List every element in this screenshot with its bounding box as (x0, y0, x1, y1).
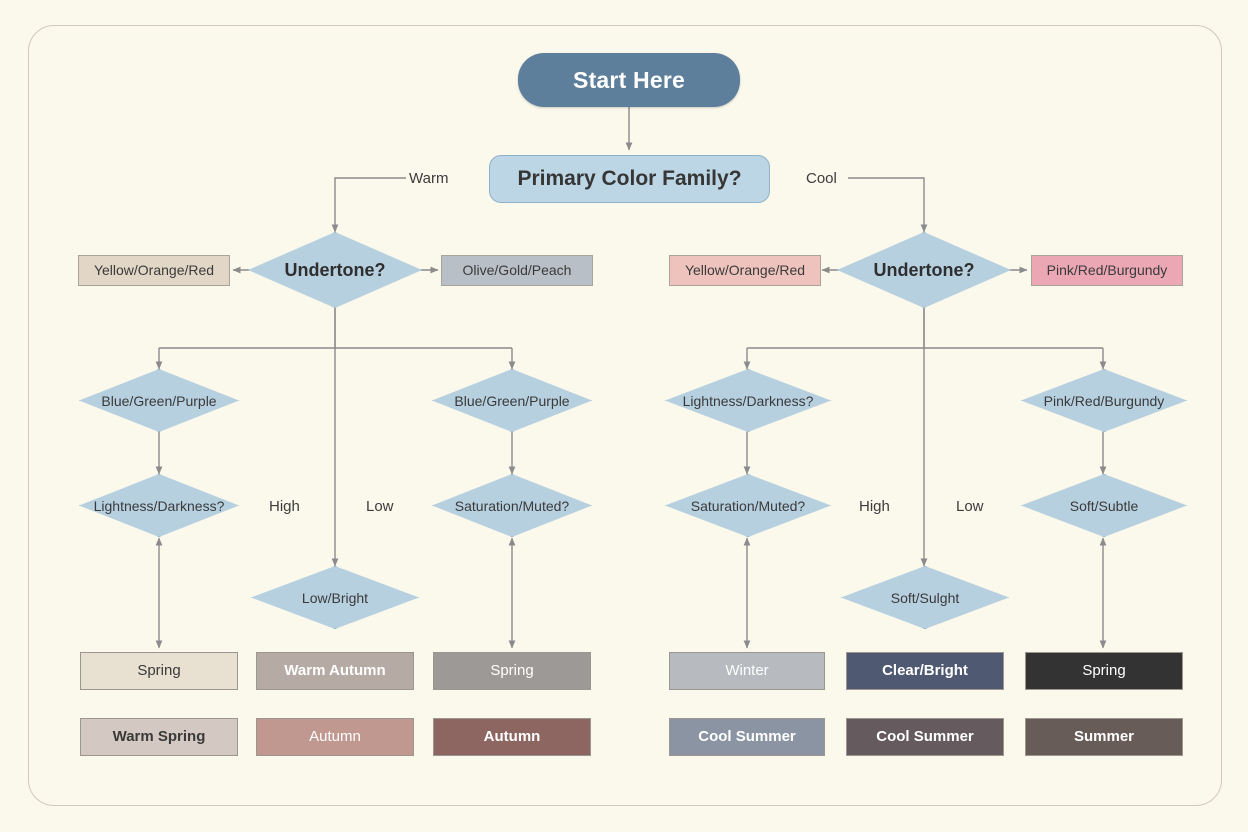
left-edge-label-high: High (269, 498, 300, 515)
left-low-bright-shape (251, 566, 419, 629)
right-result-1-2[interactable]: Clear/Bright (846, 652, 1004, 690)
right-soft-subtle-shape (1021, 474, 1187, 537)
right-lightness-shape (665, 369, 831, 432)
right-soft-sulght-shape (841, 566, 1009, 629)
right-saturation-muted-node[interactable]: Saturation/Muted? (665, 474, 831, 537)
left-bgp2-shape (432, 369, 592, 432)
left-low-bright-node[interactable]: Low/Bright (251, 566, 419, 629)
right-answer-yellow-chip[interactable]: Yellow/Orange/Red (669, 255, 821, 286)
right-saturation-shape (665, 474, 831, 537)
right-prb-shape (1021, 369, 1187, 432)
left-result-1-2[interactable]: Warm Autumn (256, 652, 414, 690)
left-result-2-3[interactable]: Autumn (433, 718, 591, 756)
left-result-2-2[interactable]: Autumn (256, 718, 414, 756)
left-answer-olive-chip[interactable]: Olive/Gold/Peach (441, 255, 593, 286)
edge-label-warm: Warm (409, 170, 449, 187)
edge-label-cool: Cool (806, 170, 837, 187)
left-saturation-muted-node[interactable]: Saturation/Muted? (432, 474, 592, 537)
left-bgp-shape (79, 369, 239, 432)
right-soft-sulght-node[interactable]: Soft/Sulght (841, 566, 1009, 629)
right-result-2-3[interactable]: Summer (1025, 718, 1183, 756)
right-undertone-shape (837, 232, 1011, 308)
left-lightness-shape (79, 474, 239, 537)
right-result-2-2[interactable]: Cool Summer (846, 718, 1004, 756)
left-answer-warm-chip[interactable]: Yellow/Orange/Red (78, 255, 230, 286)
right-edge-label-low: Low (956, 498, 984, 515)
right-answer-pink-chip[interactable]: Pink/Red/Burgundy (1031, 255, 1183, 286)
left-saturation-shape (432, 474, 592, 537)
right-pink-red-burgundy-node[interactable]: Pink/Red/Burgundy (1021, 369, 1187, 432)
right-result-1-3[interactable]: Spring (1025, 652, 1183, 690)
left-undertone-node[interactable]: Undertone? (248, 232, 422, 308)
start-node[interactable]: Start Here (518, 53, 740, 107)
primary-color-family-node[interactable]: Primary Color Family? (489, 155, 770, 203)
right-undertone-node[interactable]: Undertone? (837, 232, 1011, 308)
left-blue-green-purple-node-2[interactable]: Blue/Green/Purple (432, 369, 592, 432)
right-result-1-1[interactable]: Winter (669, 652, 825, 690)
right-result-2-1[interactable]: Cool Summer (669, 718, 825, 756)
left-lightness-darkness-node[interactable]: Lightness/Darkness? (79, 474, 239, 537)
left-result-2-1[interactable]: Warm Spring (80, 718, 238, 756)
left-edge-label-low: Low (366, 498, 394, 515)
left-undertone-shape (248, 232, 422, 308)
right-lightness-darkness-node[interactable]: Lightness/Darkness? (665, 369, 831, 432)
right-soft-subtle-node[interactable]: Soft/Subtle (1021, 474, 1187, 537)
right-edge-label-high: High (859, 498, 890, 515)
diagram-frame (28, 25, 1222, 806)
left-result-1-3[interactable]: Spring (433, 652, 591, 690)
left-result-1-1[interactable]: Spring (80, 652, 238, 690)
left-blue-green-purple-node[interactable]: Blue/Green/Purple (79, 369, 239, 432)
